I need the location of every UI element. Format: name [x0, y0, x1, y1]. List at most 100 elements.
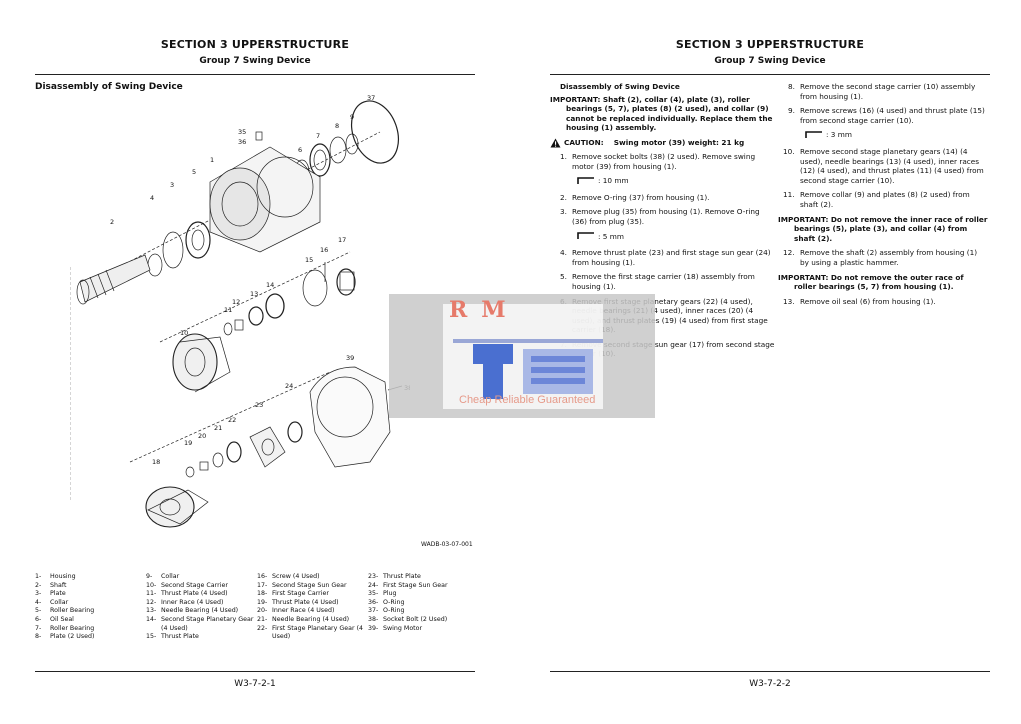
part-label: 1: [210, 156, 214, 164]
figure-code: WADB-03-07-001: [421, 541, 473, 548]
legend-item: 8-Plate (2 Used): [35, 633, 95, 641]
part-label: 37: [367, 94, 375, 102]
part-label: 6: [298, 146, 302, 154]
watermark-tagline: Cheap Reliable Guaranteed: [459, 394, 596, 406]
legend-item: 14-Second Stage Planetary Gear (4 Used): [146, 615, 254, 632]
wrench-size: : 5 mm: [550, 232, 775, 242]
legend-item: 17-Second Stage Sun Gear: [257, 581, 347, 589]
legend-item: 9-Collar: [146, 573, 180, 580]
hex-wrench-icon: [577, 177, 594, 184]
legend-item: 39-Swing Motor: [368, 624, 423, 632]
legend-item: 38-Socket Bolt (2 Used): [368, 615, 448, 623]
legend-item: 24-First Stage Sun Gear: [368, 581, 448, 589]
step-item: 8.Remove the second stage carrier (10) a…: [788, 82, 976, 101]
step-item: 1.Remove socket bolts (38) (2 used). Rem…: [560, 151, 756, 171]
legend-item: 21-Needle Bearing (4 Used): [257, 615, 350, 623]
legend-item: 13-Needle Bearing (4 Used): [146, 607, 239, 615]
warning-icon: [550, 138, 561, 148]
caution-note: CAUTION: Swing motor (39) weight: 21 kg: [550, 138, 775, 148]
wrench-size: : 3 mm: [778, 130, 988, 140]
legend-item: 10-Second Stage Carrier: [146, 581, 228, 589]
part-label: 36: [238, 138, 246, 146]
header-rule: [35, 74, 475, 75]
wrench-size: : 10 mm: [550, 176, 775, 186]
important-note-2: IMPORTANT: Do not remove the inner race …: [778, 214, 988, 243]
part-label: 18: [152, 458, 160, 466]
legend-item: 22-First Stage Planetary Gear (4 Used): [257, 624, 364, 641]
part-label: 4: [150, 194, 154, 202]
step-12: 12. Remove the shaft (2) assembly from h…: [783, 248, 978, 267]
legend-item: 36-O-Ring: [368, 598, 405, 606]
legend-item: 2-Shaft: [35, 581, 67, 589]
section-title: SECTION 3 UPPERSTRUCTURE: [160, 38, 350, 51]
part-label: 15: [305, 256, 313, 264]
watermark-logo-text: RM: [449, 297, 520, 323]
footer-rule: [550, 671, 990, 672]
part-label: 35: [238, 128, 246, 136]
step-item: 4.Remove thrust plate (23) and first sta…: [560, 248, 771, 267]
section-title: SECTION 3 UPPERSTRUCTURE: [675, 38, 865, 51]
left-page: SECTION 3 UPPERSTRUCTURE Group 7 Swing D…: [0, 0, 510, 724]
part-label: 9: [350, 113, 354, 121]
part-label: 3: [170, 181, 174, 189]
step-item: 5.Remove the first stage carrier (18) as…: [560, 272, 755, 291]
legend-item: 20-Inner Race (4 Used): [257, 607, 335, 615]
page-number: W3-7-2-2: [749, 679, 791, 689]
part-label: 2: [110, 218, 114, 226]
legend-item: 7-Roller Bearing: [35, 624, 95, 632]
group-title: Group 7 Swing Device: [199, 56, 311, 66]
legend-item: 23-Thrust Plate: [368, 573, 421, 580]
legend-item: 37-O-Ring: [368, 607, 405, 615]
legend-column-3: 16-Screw (4 Used)17-Second Stage Sun Gea…: [257, 573, 367, 642]
legend-item: 19-Thrust Plate (4 Used): [257, 598, 339, 606]
hex-wrench-icon: [805, 131, 822, 139]
instructions-column-1: Disassembly of Swing Device IMPORTANT: S…: [550, 82, 775, 364]
step-13: 13. Remove oil seal (6) from housing (1)…: [783, 296, 936, 306]
watermark-inner: [443, 304, 603, 409]
legend-item: 3-Plate: [35, 590, 66, 598]
important-note-3: IMPORTANT: Do not remove the outer race …: [778, 272, 964, 292]
legend-item: 1-Housing: [35, 573, 76, 580]
part-label: 24: [285, 382, 293, 390]
part-label: 13: [250, 290, 258, 298]
legend-item: 35-Plug: [368, 590, 397, 598]
part-label: 17: [338, 236, 346, 244]
header-rule: [550, 74, 990, 75]
important-note-1: IMPORTANT: Shaft (2), collar (4), plate …: [550, 94, 773, 133]
legend-item: 16-Screw (4 Used): [257, 573, 320, 580]
part-label: 19: [184, 439, 192, 447]
legend-item: 5-Roller Bearing: [35, 607, 95, 615]
watermark: RM Cheap Reliable Guaranteed: [389, 294, 655, 418]
step-item: 2.Remove O-ring (37) from housing (1).: [560, 192, 710, 202]
legend-item: 4-Collar: [35, 598, 69, 606]
wrench-logo-icon: [453, 339, 603, 399]
page-number: W3-7-2-1: [234, 679, 276, 689]
part-label: 21: [214, 424, 222, 432]
part-label: 23: [255, 401, 263, 409]
exploded-view-diagram: 1234567891011121314151617181920212223243…: [70, 94, 410, 528]
footer-rule: [35, 671, 475, 672]
part-label: 8: [335, 122, 339, 130]
instructions-column-2: 8.Remove the second stage carrier (10) a…: [778, 82, 988, 311]
right-page: SECTION 3 UPPERSTRUCTURE Group 7 Swing D…: [515, 0, 1021, 724]
part-label: 20: [198, 432, 206, 440]
part-label: 7: [316, 132, 320, 140]
group-title: Group 7 Swing Device: [714, 56, 826, 66]
step-item: 10.Remove second stage planetary gears (…: [783, 146, 984, 185]
legend-item: 12-Inner Race (4 Used): [146, 598, 224, 606]
part-label: 14: [266, 281, 274, 289]
hex-wrench-icon: [577, 232, 594, 240]
part-label: 11: [224, 306, 232, 314]
legend-item: 15-Thrust Plate: [146, 633, 199, 641]
step-item: 9.Remove screws (16) (4 used) and thrust…: [788, 106, 985, 125]
legend-item: 18-First Stage Carrier: [257, 590, 329, 598]
part-label: 10: [180, 329, 188, 337]
part-label: 12: [232, 298, 240, 306]
disassembly-heading: Disassembly of Swing Device: [35, 82, 183, 92]
part-label: 16: [320, 246, 328, 254]
step-item: 11.Remove collar (9) and plates (8) (2 u…: [783, 190, 970, 209]
step-item: 3.Remove plug (35) from housing (1). Rem…: [560, 207, 760, 226]
